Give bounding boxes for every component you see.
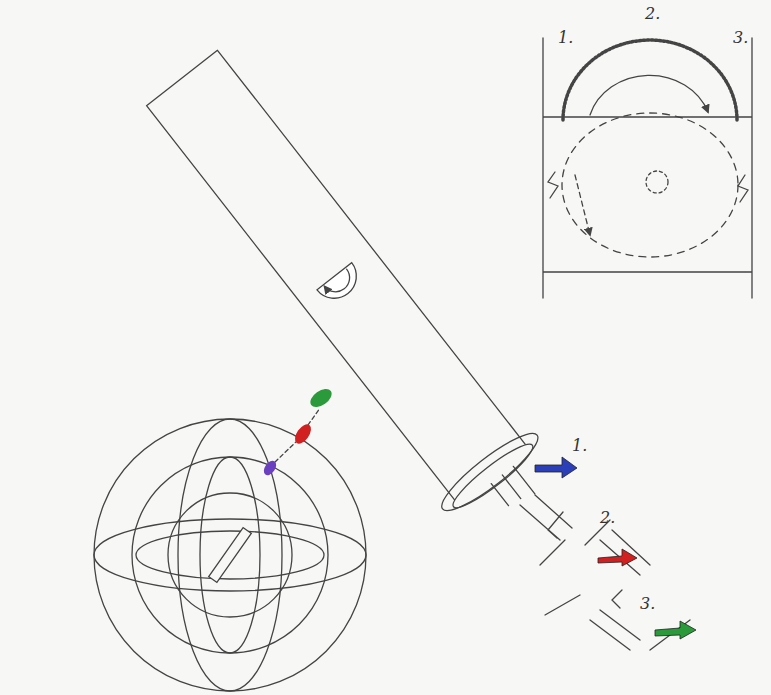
callout-number: 3.	[733, 30, 748, 46]
callout-number: 2.	[645, 6, 660, 22]
inset-detail	[543, 38, 752, 298]
sphere-sketch	[94, 408, 366, 691]
color-arrows	[535, 457, 696, 639]
purple-dot	[261, 459, 278, 478]
callout-number: 3.	[640, 596, 655, 612]
callout-number: 1.	[558, 30, 573, 46]
tube	[135, 41, 565, 544]
callout-number: 1.	[572, 438, 587, 454]
callout-number: 2.	[600, 510, 615, 526]
green-dot	[307, 385, 335, 410]
red-dot	[292, 422, 314, 447]
